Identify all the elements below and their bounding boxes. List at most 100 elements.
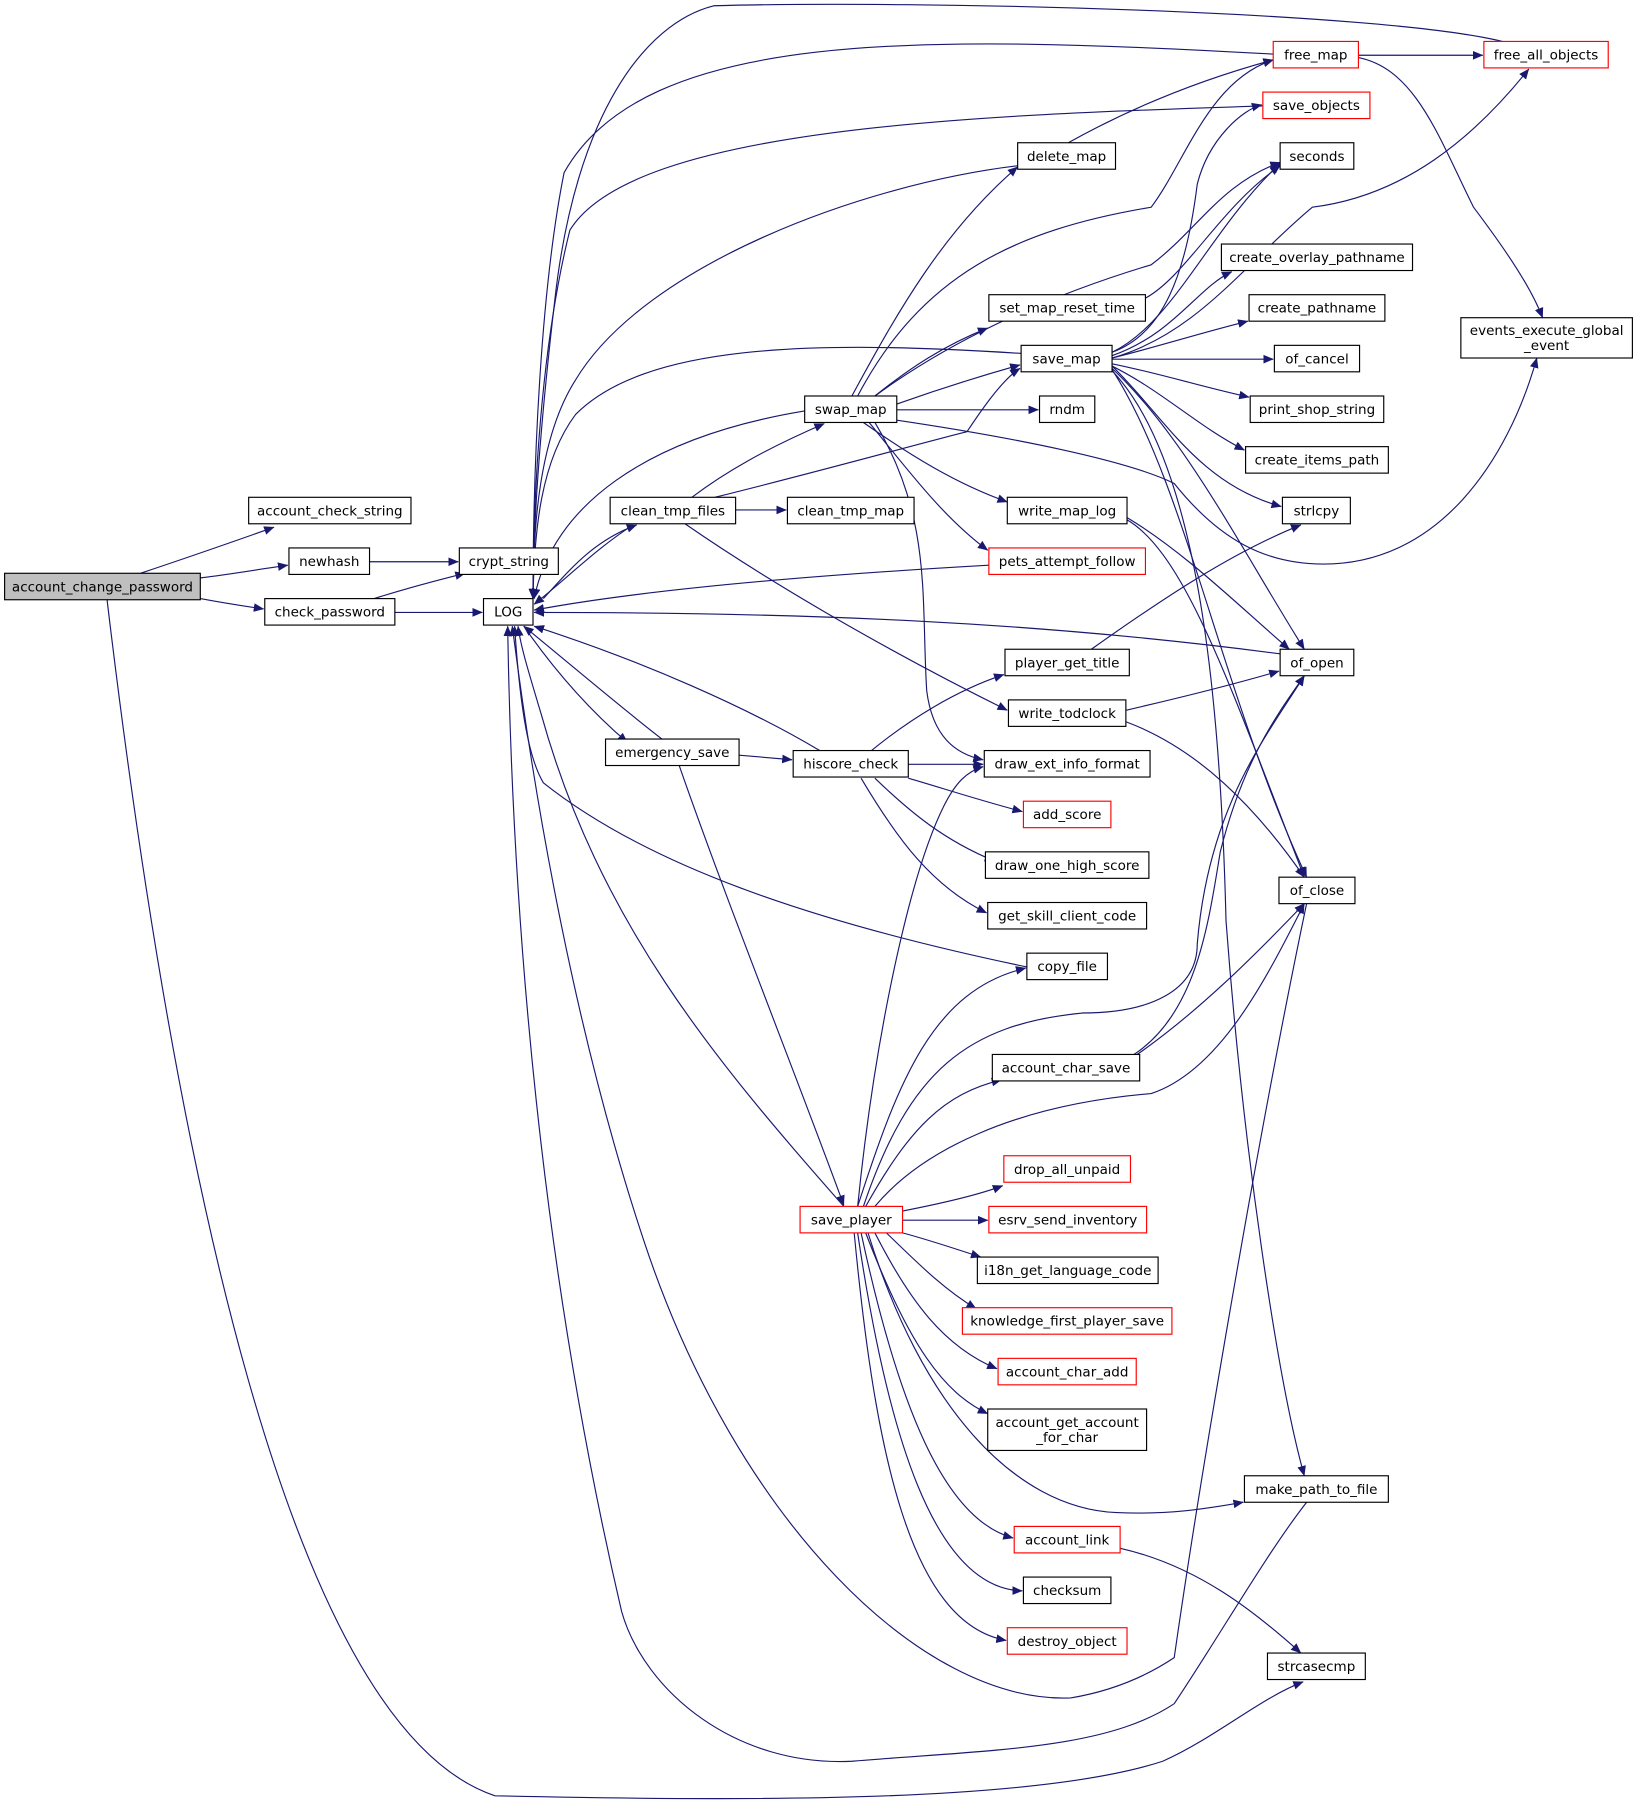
- node-box: [1017, 142, 1117, 170]
- edge-writemaplog-ofclose: [1126, 519, 1304, 878]
- edge-saveplayer-dropunpaid: [903, 1186, 1004, 1211]
- node-label: clean_tmp_files: [621, 503, 725, 519]
- node-acctget[interactable]: account_get_account_for_char: [987, 1408, 1148, 1452]
- node-drawext[interactable]: draw_ext_info_format: [983, 749, 1151, 778]
- node-box: [1006, 1627, 1128, 1655]
- node-deletemap[interactable]: delete_map: [1017, 142, 1117, 170]
- edge-hiscore-log: [533, 625, 819, 750]
- node-crypt[interactable]: crypt_string: [458, 547, 559, 575]
- node-knowledge[interactable]: knowledge_first_player_save: [961, 1307, 1173, 1335]
- edge-saveplayer-acctcharadd: [875, 1233, 998, 1369]
- node-box: [988, 1205, 1148, 1234]
- edge-playertitle-strlcpy: [1091, 525, 1302, 649]
- node-label: write_map_log: [1018, 503, 1116, 519]
- edge-copyfile-log: [510, 625, 1027, 967]
- node-writemaplog[interactable]: write_map_log: [1006, 496, 1128, 525]
- node-checksum[interactable]: checksum: [1022, 1576, 1112, 1605]
- node-box: [984, 851, 1150, 879]
- node-makepath[interactable]: make_path_to_file: [1243, 1475, 1389, 1503]
- node-label: set_map_reset_time: [999, 301, 1135, 317]
- node-box: [482, 598, 534, 626]
- node-label: of_open: [1290, 655, 1343, 671]
- edge-swapmap-drawext: [875, 422, 984, 763]
- node-cleantmpmap[interactable]: clean_tmp_map: [786, 496, 915, 525]
- edge-cleantmp-savemap: [715, 368, 1021, 497]
- edge-cleantmp-log: [534, 525, 633, 604]
- edge-acp-strcasecmp: [107, 600, 1304, 1799]
- node-acp[interactable]: account_change_password: [4, 572, 201, 601]
- node-createpath[interactable]: create_pathname: [1248, 294, 1386, 322]
- node-createitems[interactable]: create_items_path: [1245, 446, 1389, 474]
- node-rndm[interactable]: rndm: [1038, 395, 1096, 424]
- edge-acp-newhash: [200, 562, 289, 578]
- node-log[interactable]: LOG: [482, 598, 534, 626]
- node-label: i18n_get_language_code: [984, 1263, 1151, 1279]
- node-events[interactable]: events_execute_global_event: [1460, 317, 1633, 359]
- node-box: [1266, 1652, 1366, 1681]
- node-cleantmp[interactable]: clean_tmp_files: [609, 496, 737, 525]
- node-saveobjects[interactable]: save_objects: [1262, 91, 1371, 120]
- node-box: [609, 496, 737, 525]
- node-box: [1281, 496, 1351, 525]
- node-ofcancel[interactable]: of_cancel: [1273, 344, 1361, 373]
- node-copyfile[interactable]: copy_file: [1026, 952, 1109, 981]
- edge-hiscore-drawone: [875, 778, 996, 861]
- edge-savemap-ofclose: [1112, 370, 1307, 878]
- node-box: [1220, 243, 1414, 272]
- node-box: [1038, 395, 1096, 424]
- node-destroyobj[interactable]: destroy_object: [1006, 1627, 1128, 1655]
- node-freeall[interactable]: free_all_objects: [1483, 40, 1609, 69]
- node-playertitle[interactable]: player_get_title: [1004, 648, 1130, 677]
- node-newhash[interactable]: newhash: [288, 547, 371, 575]
- node-ofopen[interactable]: of_open: [1279, 648, 1355, 677]
- node-box: [1007, 699, 1127, 727]
- node-box: [1262, 91, 1371, 120]
- node-strcasecmp[interactable]: strcasecmp: [1266, 1652, 1366, 1681]
- node-hiscore[interactable]: hiscore_check: [792, 749, 909, 778]
- node-drawone[interactable]: draw_one_high_score: [984, 851, 1150, 879]
- node-writetod[interactable]: write_todclock: [1007, 699, 1127, 727]
- node-checkpw[interactable]: check_password: [264, 598, 396, 626]
- node-swapmap[interactable]: swap_map: [804, 395, 898, 424]
- node-box: [1249, 395, 1385, 424]
- edge-emerg-hiscore: [739, 755, 793, 764]
- node-label: knowledge_first_player_save: [970, 1314, 1164, 1330]
- node-label: account_link: [1025, 1532, 1110, 1548]
- node-box: [961, 1307, 1173, 1335]
- node-i18n[interactable]: i18n_get_language_code: [976, 1256, 1159, 1285]
- node-box: [1273, 344, 1361, 373]
- node-box: [1022, 1576, 1112, 1605]
- node-acctlink[interactable]: account_link: [1013, 1525, 1121, 1554]
- node-createoverlay[interactable]: create_overlay_pathname: [1220, 243, 1414, 272]
- node-label: make_path_to_file: [1255, 1482, 1377, 1498]
- node-acctcharsave[interactable]: account_char_save: [991, 1053, 1141, 1082]
- node-acs[interactable]: account_check_string: [248, 496, 412, 525]
- edge-writemaplog-ofopen: [1126, 517, 1289, 649]
- edge-acp-checkpw: [200, 599, 265, 612]
- node-printshop[interactable]: print_shop_string: [1249, 395, 1385, 424]
- node-setmapreset[interactable]: set_map_reset_time: [988, 294, 1147, 322]
- node-box: [1248, 294, 1386, 322]
- node-label: copy_file: [1037, 959, 1097, 975]
- node-emerg[interactable]: emergency_save: [604, 738, 740, 767]
- edge-freemap-events: [1358, 58, 1542, 319]
- node-getskill[interactable]: get_skill_client_code: [987, 901, 1148, 930]
- node-seconds[interactable]: seconds: [1279, 142, 1355, 170]
- node-dropunpaid[interactable]: drop_all_unpaid: [1003, 1155, 1132, 1183]
- node-label: draw_ext_info_format: [994, 757, 1139, 773]
- node-label: save_map: [1032, 351, 1100, 367]
- node-freemap[interactable]: free_map: [1272, 40, 1359, 69]
- node-strlcpy[interactable]: strlcpy: [1281, 496, 1351, 525]
- node-ofclose[interactable]: of_close: [1278, 876, 1356, 905]
- edge-savemap-ofopen: [1112, 368, 1304, 650]
- node-petsfollow[interactable]: pets_attempt_follow: [988, 547, 1147, 575]
- edge-swapmap-setmapreset: [875, 328, 989, 396]
- node-esrvinv[interactable]: esrv_send_inventory: [988, 1205, 1148, 1234]
- node-addscore[interactable]: add_score: [1022, 800, 1112, 829]
- edge-saveplayer-acctcharsave: [866, 1077, 1003, 1207]
- node-acctcharadd[interactable]: account_char_add: [997, 1357, 1137, 1386]
- edge-petsfollow-log: [533, 565, 989, 613]
- node-savemap[interactable]: save_map: [1020, 344, 1113, 373]
- node-saveplayer[interactable]: save_player: [799, 1205, 904, 1234]
- node-label: destroy_object: [1018, 1634, 1117, 1650]
